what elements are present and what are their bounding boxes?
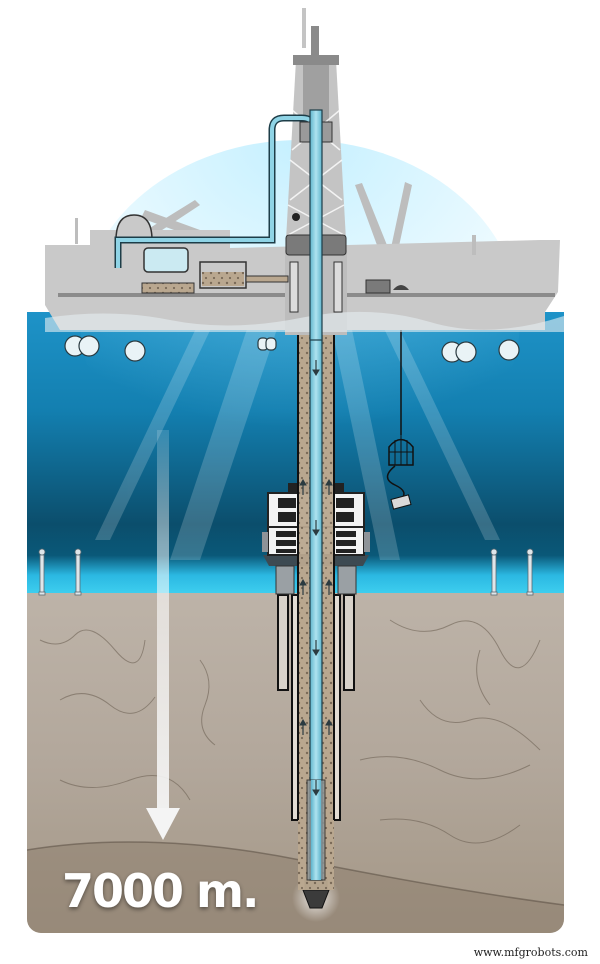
mud-tanks: [115, 214, 289, 294]
thrusters: [64, 335, 520, 363]
depth-label: 7000 m.: [62, 864, 259, 918]
drilling-vessel: [45, 8, 564, 335]
seabed-transponders: [38, 548, 534, 596]
depth-arrow: [146, 430, 180, 840]
watermark: www.mfgrobots.com: [473, 946, 588, 959]
